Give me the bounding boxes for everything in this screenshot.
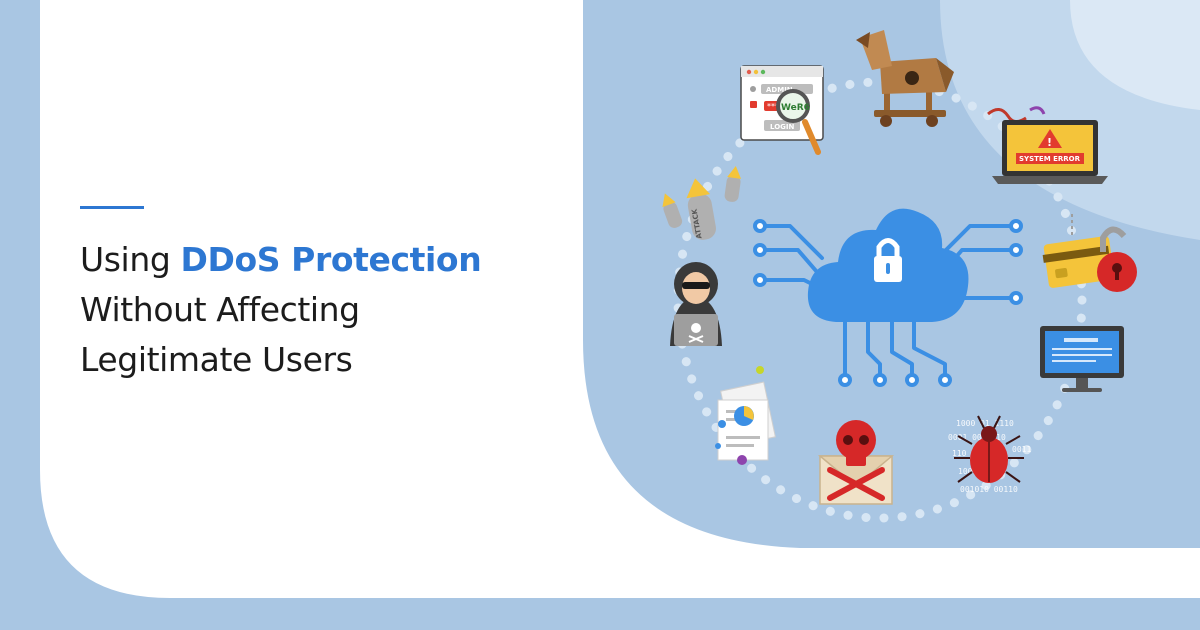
bomb-icon: ATTACK bbox=[662, 166, 742, 240]
bug-icon bbox=[954, 415, 1024, 483]
headline-prefix: Using bbox=[80, 240, 181, 279]
svg-text:0011: 0011 bbox=[1012, 445, 1031, 454]
infected-documents-icon bbox=[715, 366, 776, 465]
svg-text:0001 00 0010: 0001 00 0010 bbox=[948, 433, 1006, 442]
login-button-label: LOGIN bbox=[770, 123, 795, 131]
dotted-orbit bbox=[673, 77, 1087, 523]
hacker-icon bbox=[670, 262, 722, 346]
monitor-icon bbox=[1040, 326, 1124, 392]
svg-text:001010 00110: 001010 00110 bbox=[960, 485, 1018, 494]
credit-card-padlock-icon bbox=[1042, 214, 1137, 292]
headline-line-1: Using DDoS Protection bbox=[80, 235, 560, 285]
headline-line-3: Legitimate Users bbox=[80, 340, 353, 379]
headline-highlight: DDoS Protection bbox=[180, 240, 482, 279]
binary-code: 1000 01 1110 0001 00 0010 110 01 0011 10… bbox=[948, 419, 1031, 494]
login-magnifier-icon: ADMIN ***** LOGIN WeR6 bbox=[740, 65, 824, 155]
ddos-illustration: ADMIN ***** LOGIN WeR6 ! SYSTEM ERROR bbox=[662, 30, 1137, 523]
headline-block: Using DDoS Protection Without Affecting … bbox=[80, 206, 560, 385]
headline: Using DDoS Protection Without Affecting … bbox=[80, 235, 560, 385]
headline-line-2: Without Affecting bbox=[80, 290, 360, 329]
svg-text:1000 01 1110: 1000 01 1110 bbox=[956, 419, 1014, 428]
svg-text:!: ! bbox=[1047, 136, 1052, 149]
skull-envelope-icon bbox=[817, 420, 895, 505]
laptop-system-error-icon: ! SYSTEM ERROR bbox=[987, 106, 1108, 184]
svg-text:100 11: 100 11 bbox=[958, 467, 987, 476]
zoom-text: WeR6 bbox=[781, 103, 810, 113]
trojan-horse-icon bbox=[856, 30, 954, 127]
accent-rule bbox=[80, 206, 144, 209]
svg-text:110 01: 110 01 bbox=[952, 449, 981, 458]
admin-label: ADMIN bbox=[766, 86, 793, 94]
cloud-lock-icon bbox=[807, 208, 969, 322]
system-error-label: SYSTEM ERROR bbox=[1019, 155, 1081, 163]
circuit-nodes bbox=[753, 219, 1023, 387]
